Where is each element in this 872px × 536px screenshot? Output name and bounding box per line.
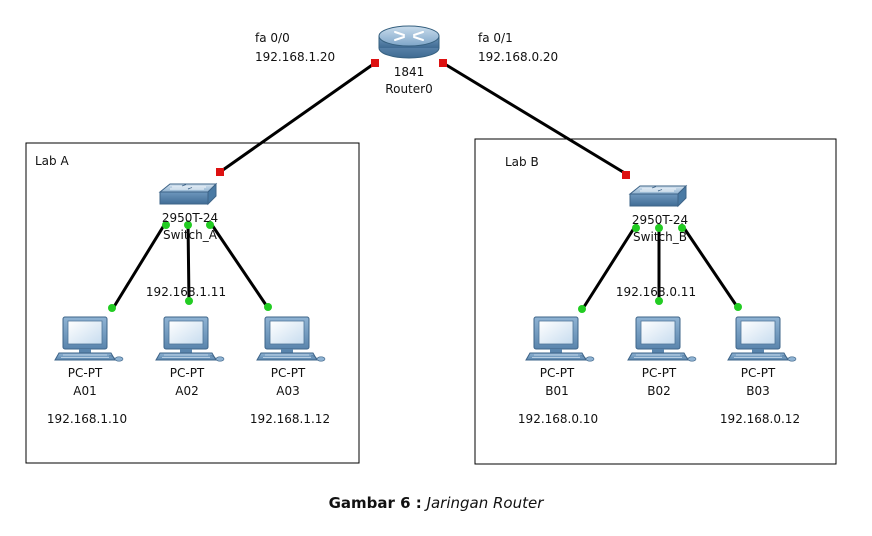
port-pc-b01 xyxy=(578,305,586,313)
port-switch-a-3 xyxy=(206,221,214,229)
router-port-left-name: fa 0/0 xyxy=(255,31,290,45)
router-name: Router0 xyxy=(385,82,433,96)
pc-a01-type: PC-PT xyxy=(67,366,103,380)
pc-a03-type: PC-PT xyxy=(270,366,306,380)
lab-b-box xyxy=(474,138,837,465)
pc-b03-icon[interactable] xyxy=(727,316,797,362)
caption-prefix: Gambar 6 : xyxy=(328,494,422,512)
router-icon[interactable] xyxy=(378,25,440,59)
port-switch-b-3 xyxy=(678,224,686,232)
pc-b01-type: PC-PT xyxy=(539,366,575,380)
pc-a02-name: A02 xyxy=(175,384,199,398)
pc-a02-ip: 192.168.1.11 xyxy=(145,285,227,299)
lab-a-title: Lab A xyxy=(35,154,69,168)
router-port-right-name: fa 0/1 xyxy=(478,31,513,45)
port-switch-a-1 xyxy=(162,221,170,229)
port-pc-a03 xyxy=(264,303,272,311)
switch-a-model: 2950T-24 xyxy=(161,211,219,225)
pc-a02-type: PC-PT xyxy=(169,366,205,380)
port-router-fa00 xyxy=(371,59,379,67)
link-router-switch-a xyxy=(218,61,377,174)
link-switch-a-pc-a03 xyxy=(208,220,270,310)
pc-b02-type: PC-PT xyxy=(641,366,677,380)
port-switch-b-1 xyxy=(632,224,640,232)
pc-a02-icon[interactable] xyxy=(155,316,225,362)
port-switch-b-2 xyxy=(655,224,663,232)
pc-a03-name: A03 xyxy=(276,384,300,398)
pc-b02-ip: 192.168.0.11 xyxy=(615,285,697,299)
link-switch-a-pc-a02 xyxy=(186,220,191,304)
router-port-right-ip: 192.168.0.20 xyxy=(478,50,559,64)
lab-b-title: Lab B xyxy=(505,155,539,169)
link-switch-a-pc-a01 xyxy=(110,220,168,312)
caption-text: Jaringan Router xyxy=(426,494,544,512)
link-router-switch-b xyxy=(441,61,630,177)
pc-b03-name: B03 xyxy=(746,384,770,398)
port-switch-a-2 xyxy=(184,221,192,229)
links xyxy=(110,61,740,312)
pc-a01-icon[interactable] xyxy=(54,316,124,362)
pc-b02-icon[interactable] xyxy=(627,316,697,362)
port-switch-b-uplink xyxy=(622,171,630,179)
switch-a-name: Switch_A xyxy=(163,228,217,242)
pc-a03-icon[interactable] xyxy=(256,316,326,362)
port-switch-a-uplink xyxy=(216,168,224,176)
port-router-fa01 xyxy=(439,59,447,67)
router-model: 1841 xyxy=(393,65,425,79)
pc-b01-ip: 192.168.0.10 xyxy=(517,412,599,426)
switch-b-name: Switch_B xyxy=(633,230,687,244)
switch-b-model: 2950T-24 xyxy=(631,213,689,227)
link-switch-b-pc-b01 xyxy=(580,223,638,312)
pc-a03-ip: 192.168.1.12 xyxy=(249,412,331,426)
pc-a01-ip: 192.168.1.10 xyxy=(46,412,128,426)
port-pc-b03 xyxy=(734,303,742,311)
pc-b01-icon[interactable] xyxy=(525,316,595,362)
link-switch-b-pc-b03 xyxy=(680,223,740,310)
pc-a01-name: A01 xyxy=(73,384,97,398)
pc-b02-name: B02 xyxy=(647,384,671,398)
port-pc-a01 xyxy=(108,304,116,312)
figure-caption: Gambar 6 : Jaringan Router xyxy=(0,494,872,512)
pc-b03-ip: 192.168.0.12 xyxy=(719,412,801,426)
router-port-left-ip: 192.168.1.20 xyxy=(255,50,336,64)
switch-b-icon[interactable] xyxy=(629,185,687,207)
port-pc-b02 xyxy=(655,297,663,305)
switch-a-icon[interactable] xyxy=(159,183,217,205)
port-pc-a02 xyxy=(185,297,193,305)
lab-a-box xyxy=(25,142,360,464)
pc-b01-name: B01 xyxy=(545,384,569,398)
pc-b03-type: PC-PT xyxy=(740,366,776,380)
port-indicators xyxy=(108,59,742,313)
